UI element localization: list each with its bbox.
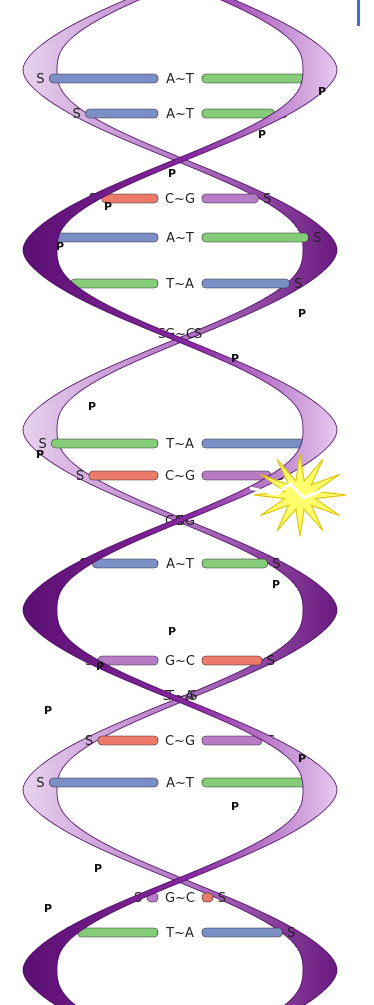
phosphate-label: P <box>44 704 52 717</box>
sugar-label: S <box>76 469 84 484</box>
base-pair-label: T~A <box>165 437 194 452</box>
sugar-label: S <box>272 557 280 572</box>
nucleotide-bar-left <box>49 74 158 83</box>
nucleotide-bar-left <box>52 439 158 448</box>
nucleotide-bar-right <box>202 194 258 203</box>
phosphate-label: P <box>231 800 239 813</box>
base-pair: A~TSS <box>38 231 321 246</box>
phosphate-label: P <box>168 625 176 638</box>
phosphate-label: P <box>94 862 102 875</box>
phosphate-label: P <box>88 400 96 413</box>
base-pair-label: T~A <box>165 926 194 941</box>
base-pair: A~TSS <box>72 107 287 122</box>
nucleotide-bar-left <box>78 928 158 937</box>
nucleotide-bar-left <box>98 736 158 745</box>
phosphate-label: P <box>231 352 239 365</box>
base-pair-label: C~G <box>165 192 195 207</box>
base-pair: T~ASS <box>38 437 321 452</box>
base-pair: C~GSS <box>89 192 272 207</box>
sugar-label: S <box>72 107 80 122</box>
base-pair-label: A~T <box>166 776 194 791</box>
nucleotide-bar-right <box>202 439 308 448</box>
nucleotide-bar-right <box>202 233 308 242</box>
sugar-label: S <box>194 327 202 342</box>
sugar-label: S <box>287 926 295 941</box>
nucleotide-bar-left <box>93 559 159 568</box>
nucleotide-bar-right <box>202 109 274 118</box>
sugar-label: S <box>218 891 226 906</box>
phosphate-label: P <box>272 578 280 591</box>
phosphate-label: P <box>36 448 44 461</box>
base-pair-label: A~T <box>166 107 194 122</box>
nucleotide-bar-left <box>86 109 158 118</box>
base-pair: T~ASS <box>65 926 296 941</box>
base-pair-label: A~T <box>166 72 194 87</box>
phosphate-label: P <box>104 200 112 213</box>
base-pair-label: T~A <box>165 277 194 292</box>
nucleotide-bar-left <box>71 279 158 288</box>
sugar-label: S <box>267 654 275 669</box>
base-pair-label: A~T <box>166 557 194 572</box>
sugar-label: S <box>36 776 44 791</box>
base-pair: A~TSS <box>36 776 323 791</box>
nucleotide-bar-right <box>202 893 213 902</box>
nucleotide-bar-right <box>202 778 311 787</box>
nucleotide-bar-right <box>202 74 311 83</box>
base-pair-label: A~T <box>166 231 194 246</box>
base-pair-label: C~G <box>165 734 195 749</box>
sugar-label: S <box>263 192 271 207</box>
nucleotide-bar-left <box>49 778 158 787</box>
base-pair-label: G~C <box>165 891 195 906</box>
phosphate-label: P <box>318 85 326 98</box>
base-pair: C~GSS <box>85 734 275 749</box>
nucleotide-bar-right <box>202 736 262 745</box>
strand-break-flash <box>250 454 346 537</box>
nucleotide-bar-left <box>52 233 158 242</box>
base-pair: A~TSS <box>36 72 323 87</box>
phosphate-label: P <box>258 128 266 141</box>
phosphate-label: P <box>44 902 52 915</box>
phosphate-label: P <box>298 307 306 320</box>
sugar-label: S <box>313 231 321 246</box>
nucleotide-bar-right <box>202 928 282 937</box>
base-pair: G~CSS <box>85 654 275 669</box>
base-pair: T~ASS <box>57 277 302 292</box>
nucleotide-bar-left <box>98 656 158 665</box>
nucleotide-bar-left <box>89 471 158 480</box>
sugar-label: S <box>294 277 302 292</box>
phosphate-label: P <box>96 660 104 673</box>
base-pair: C~GSS <box>76 469 284 484</box>
phosphate-label: P <box>56 240 64 253</box>
nucleotide-bar-right <box>202 471 271 480</box>
base-pair-label: C~G <box>165 469 195 484</box>
phosphate-label: P <box>168 167 176 180</box>
nucleotide-bar-right <box>202 656 262 665</box>
sugar-label: S <box>85 734 93 749</box>
base-pair-label: G~C <box>165 654 195 669</box>
nucleotide-bar-right <box>202 279 289 288</box>
nucleotide-bar-right <box>202 559 268 568</box>
sugar-label: S <box>36 72 44 87</box>
base-pair: A~TSS <box>79 557 280 572</box>
phosphate-label: P <box>298 752 306 765</box>
